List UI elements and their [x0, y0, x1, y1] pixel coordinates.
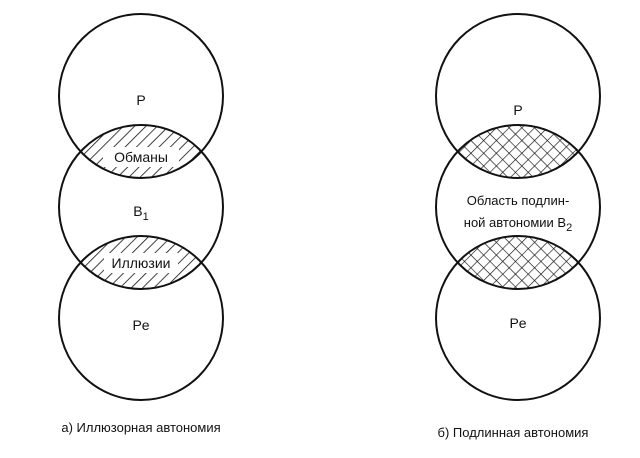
caption-a: а) Иллюзорная автономия	[61, 420, 220, 435]
circle-b2	[435, 124, 601, 290]
diagram-illusory-autonomy: P Обманы B1 Иллюзии Pe а) Иллюзорная авт…	[58, 13, 224, 435]
circle-pe-label: Pe	[132, 317, 149, 333]
circle-p-label: P	[136, 92, 145, 108]
deceptions-label: Обманы	[114, 149, 168, 165]
b2-label-line1: Область подлин-	[467, 193, 570, 208]
b2-label-line2: ной автономии B2	[464, 215, 572, 234]
circle-b1	[58, 124, 224, 290]
circle-pe	[58, 235, 224, 401]
circle-b1-label: B1	[133, 203, 148, 223]
diagram-genuine-autonomy: P Область подлин- ной автономии B2 Pe б)…	[435, 13, 601, 440]
illusions-label-bg	[104, 253, 178, 273]
deceptions-label-bg	[103, 147, 179, 167]
illusions-label: Иллюзии	[112, 255, 171, 271]
circle-p-b	[435, 13, 601, 179]
caption-b: б) Подлинная автономия	[438, 425, 589, 440]
circle-pe-b	[435, 235, 601, 401]
circle-p	[58, 13, 224, 179]
circle-p-b-label: P	[513, 102, 522, 118]
circle-pe-b-label: Pe	[509, 315, 526, 331]
